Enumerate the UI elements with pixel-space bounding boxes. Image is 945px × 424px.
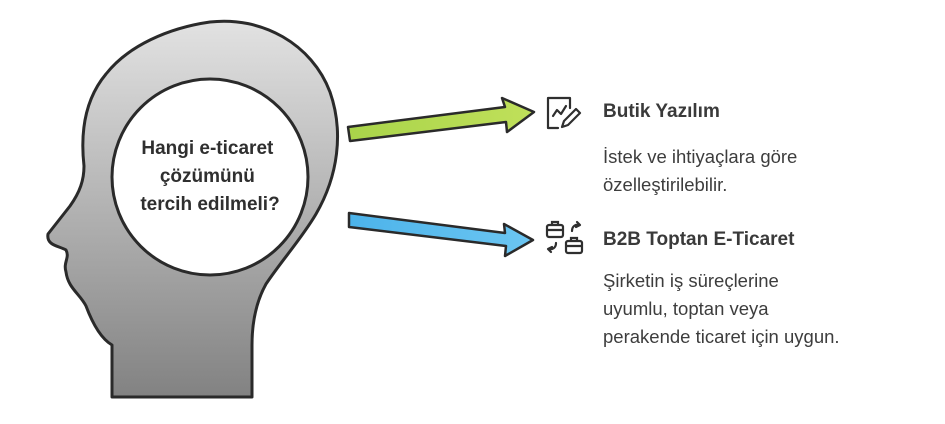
option-description-b2b: Şirketin iş süreçlerine uyumlu, toptan v…: [603, 267, 840, 351]
document-edit-icon: [546, 96, 582, 130]
blue-arrow: [347, 211, 535, 258]
option-description-line: uyumlu, toptan veya: [603, 298, 769, 319]
option-description-line: İstek ve ihtiyaçlara göre: [603, 146, 798, 167]
option-description-line: Şirketin iş süreçlerine: [603, 270, 779, 291]
green-arrow: [346, 96, 536, 143]
question-line-1: Hangi e-ticaret: [141, 138, 274, 159]
option-description-line: özelleştirilebilir.: [603, 174, 728, 195]
question-line-2: çözümünü: [160, 166, 255, 187]
question-line-3: tercih edilmeli?: [140, 194, 279, 215]
thought-circle: [110, 77, 310, 277]
option-title-b2b: B2B Toptan E-Ticaret: [603, 229, 795, 250]
option-description-butik: İstek ve ihtiyaçlara göre özelleştirileb…: [603, 143, 797, 199]
briefcase-exchange-icon: [545, 220, 584, 255]
question-text: Hangi e-ticaret çözümünü tercih edilmeli…: [140, 138, 279, 215]
option-title-butik: Butik Yazılım: [603, 101, 720, 122]
option-description-line: perakende ticaret için uygun.: [603, 326, 840, 347]
